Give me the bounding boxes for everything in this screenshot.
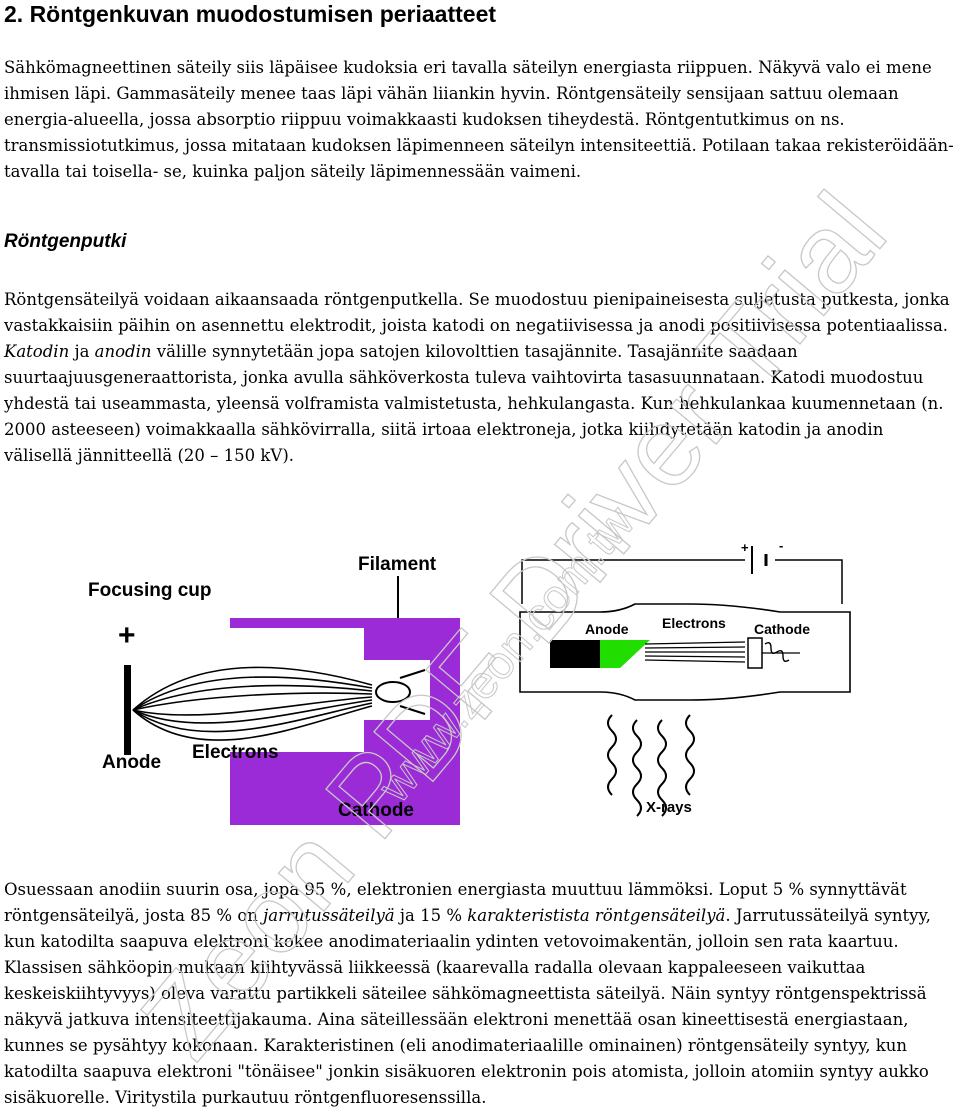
italic-term: anodin xyxy=(94,342,152,361)
focusing-cup-shape xyxy=(230,618,460,825)
electron-beam xyxy=(132,666,373,741)
filament-wire-bottom xyxy=(399,705,426,715)
page-heading: 2. Röntgenkuvan muodostumisen periaattee… xyxy=(4,1,497,27)
xray-tube-figure: Focusing cup Filament + An xyxy=(0,520,960,830)
left-cathode-label: Cathode xyxy=(338,800,414,821)
cathode-coil xyxy=(747,637,763,669)
text-run: Osuessaan anodiin suurin osa, jopa 95 %,… xyxy=(4,880,907,925)
subheading-rontgenputki: Röntgenputki xyxy=(4,231,127,252)
xray-tube-diagrams: Focusing cup Filament + An xyxy=(88,538,851,825)
left-tube-diagram: Focusing cup Filament + An xyxy=(88,554,460,825)
filament-label: Filament xyxy=(358,554,437,575)
battery-plus: + xyxy=(741,540,749,555)
anode-target xyxy=(620,640,650,668)
battery-minus: - xyxy=(779,538,783,553)
anode-target-face xyxy=(600,640,620,668)
filament-shape xyxy=(375,681,411,703)
right-tube-diagram: + - Anode Electrons Cathode xyxy=(519,538,851,817)
italic-term: Katodin xyxy=(4,342,70,361)
right-electrons-label: Electrons xyxy=(662,615,726,631)
italic-term: karakteristista röntgensäteilyä xyxy=(467,906,726,925)
text-run: ja 15 % xyxy=(394,906,468,925)
text-run: . Jarrutussäteilyä syntyy, kun katodilta… xyxy=(4,906,931,1107)
italic-term: jarrutussäteilyä xyxy=(263,906,395,925)
right-anode-label: Anode xyxy=(585,621,629,637)
right-cathode-label: Cathode xyxy=(754,621,810,637)
text-run: ja xyxy=(69,342,95,361)
tube-envelope xyxy=(519,603,851,701)
tube-paragraph: Röntgensäteilyä voidaan aikaansaada rönt… xyxy=(4,287,956,469)
left-plus-sign: + xyxy=(118,619,136,652)
xray-waves xyxy=(607,714,695,817)
cathode-heater xyxy=(764,641,790,663)
intro-paragraph: Sähkömagneettinen säteily siis läpäisee … xyxy=(4,55,956,185)
text-run: Sähkömagneettinen säteily siis läpäisee … xyxy=(4,58,954,181)
left-electrons-label: Electrons xyxy=(192,742,279,763)
focusing-cup-label: Focusing cup xyxy=(88,580,212,601)
left-anode-label: Anode xyxy=(102,752,161,773)
xrays-label: X-rays xyxy=(646,799,692,816)
text-run: Röntgensäteilyä voidaan aikaansaada rönt… xyxy=(4,290,950,335)
heat-paragraph: Osuessaan anodiin suurin osa, jopa 95 %,… xyxy=(4,877,956,1111)
circuit-wire xyxy=(521,559,843,604)
text-run: välille synnytetään jopa satojen kilovol… xyxy=(4,342,944,465)
filament-wire-top xyxy=(399,669,426,679)
right-electron-lines xyxy=(644,641,746,663)
anode-plate xyxy=(124,665,131,755)
